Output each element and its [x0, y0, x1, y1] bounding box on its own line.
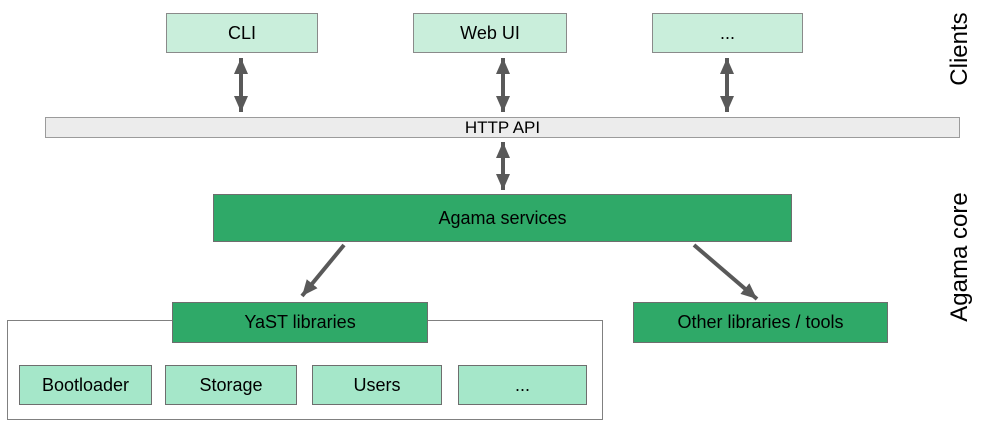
http-api-bar: HTTP API: [45, 117, 960, 138]
storage-box: Storage: [165, 365, 297, 405]
more-modules-box: ...: [458, 365, 587, 405]
web-ui-box: Web UI: [413, 13, 567, 53]
more-clients-box: ...: [652, 13, 803, 53]
other-libraries-box: Other libraries / tools: [633, 302, 888, 343]
bootloader-box: Bootloader: [19, 365, 152, 405]
services-yast-arrow: [300, 243, 346, 298]
services-other-arrow: [692, 243, 759, 301]
users-box: Users: [312, 365, 442, 405]
clients-side-label: Clients: [946, 12, 973, 86]
cli-box: CLI: [166, 13, 318, 53]
agama-services-box: Agama services: [213, 194, 792, 242]
agama-core-side-label: Agama core: [946, 192, 973, 322]
yast-libraries-box: YaST libraries: [172, 302, 428, 343]
